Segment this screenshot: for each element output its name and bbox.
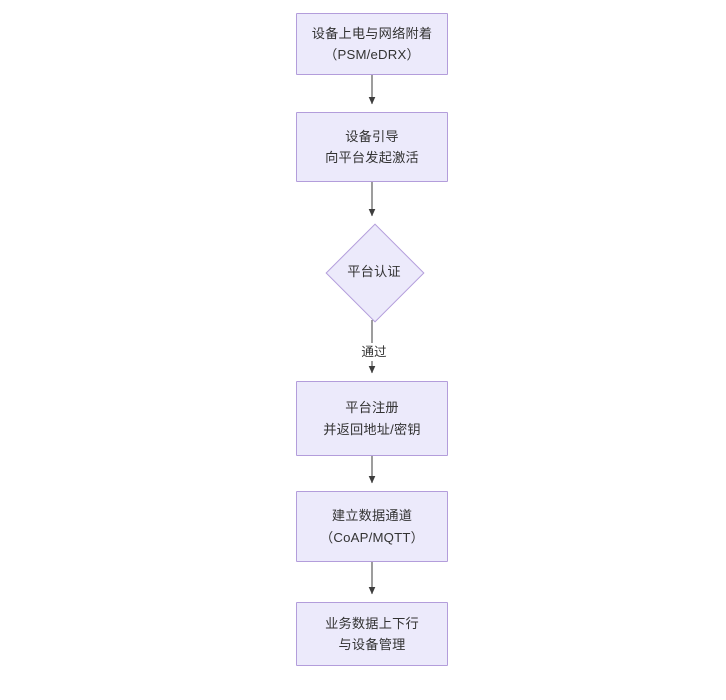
edge-label-pass: 通过 [352, 343, 396, 362]
node-device-power-on[interactable]: 设备上电与网络附着 （PSM/eDRX） [296, 13, 448, 75]
node-platform-auth-decision[interactable]: 平台认证 [325, 223, 425, 323]
node-business-data-and-device-mgmt[interactable]: 业务数据上下行 与设备管理 [296, 602, 448, 666]
node-label: 设备引导 向平台发起激活 [325, 128, 419, 165]
node-label: 建立数据通道 （CoAP/MQTT） [319, 508, 425, 545]
node-device-bootstrap[interactable]: 设备引导 向平台发起激活 [296, 112, 448, 182]
node-label: 设备上电与网络附着 （PSM/eDRX） [311, 25, 433, 62]
node-establish-data-channel[interactable]: 建立数据通道 （CoAP/MQTT） [296, 491, 448, 562]
node-platform-register[interactable]: 平台注册 并返回地址/密钥 [296, 381, 448, 456]
node-label: 平台认证 [347, 264, 401, 280]
node-label: 业务数据上下行 与设备管理 [325, 615, 419, 652]
node-label: 平台注册 并返回地址/密钥 [323, 400, 421, 437]
